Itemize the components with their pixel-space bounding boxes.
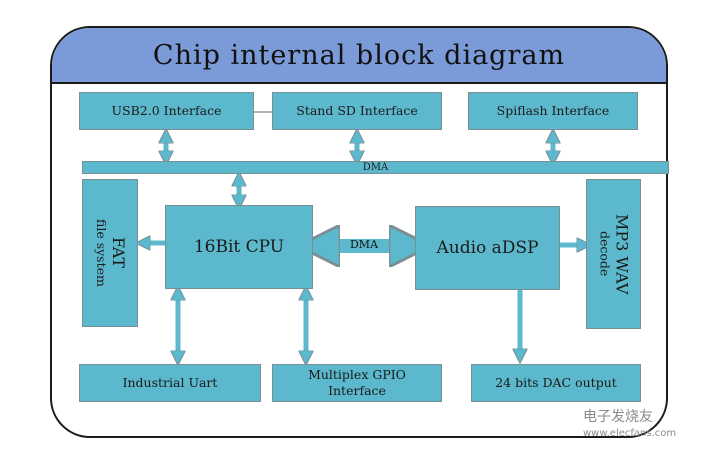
mp3-wav-label: MP3 WAV [612, 213, 632, 295]
dac-label: 24 bits DAC output [495, 375, 617, 390]
watermark-text: 电子发烧友 [583, 409, 653, 425]
spiflash-interface-block: Spiflash Interface [468, 92, 638, 130]
dma-link-text: DMA [349, 238, 379, 251]
watermark-url: www.elecfans.com [583, 428, 677, 439]
fat-file-system-block: FAT file system [82, 179, 138, 327]
sd-interface-block: Stand SD Interface [272, 92, 442, 130]
multiplex-gpio-block: Multiplex GPIO Interface [272, 364, 442, 402]
dma-bus: DMA [82, 161, 669, 174]
usb-interface-label: USB2.0 Interface [111, 103, 222, 118]
fat-label: FAT [109, 237, 128, 269]
industrial-uart-block: Industrial Uart [79, 364, 261, 402]
cpu-label: 16Bit CPU [193, 237, 285, 257]
adsp-label: Audio aDSP [436, 238, 539, 258]
dac-output-block: 24 bits DAC output [471, 364, 641, 402]
mp3-wav-decode-text: MP3 WAV decode [597, 213, 632, 295]
dma-bus-label: DMA [362, 162, 389, 173]
usb-interface-block: USB2.0 Interface [79, 92, 254, 130]
fat-file-system-text: FAT file system [93, 219, 128, 287]
gpio-label-line1: Multiplex GPIO [308, 367, 406, 382]
cpu-block: 16Bit CPU [165, 205, 313, 289]
page-title: Chip internal block diagram [152, 39, 566, 71]
sd-interface-label: Stand SD Interface [296, 103, 418, 118]
mp3-wav-decode-block: MP3 WAV decode [586, 179, 641, 329]
dma-link-label: DMA [340, 238, 388, 251]
file-system-label: file system [94, 219, 109, 287]
gpio-label-line2: Interface [328, 383, 386, 398]
decode-label: decode [597, 231, 613, 277]
uart-label: Industrial Uart [122, 375, 218, 390]
title-banner: Chip internal block diagram [52, 28, 666, 84]
spiflash-interface-label: Spiflash Interface [496, 103, 610, 118]
audio-adsp-block: Audio aDSP [415, 206, 560, 290]
